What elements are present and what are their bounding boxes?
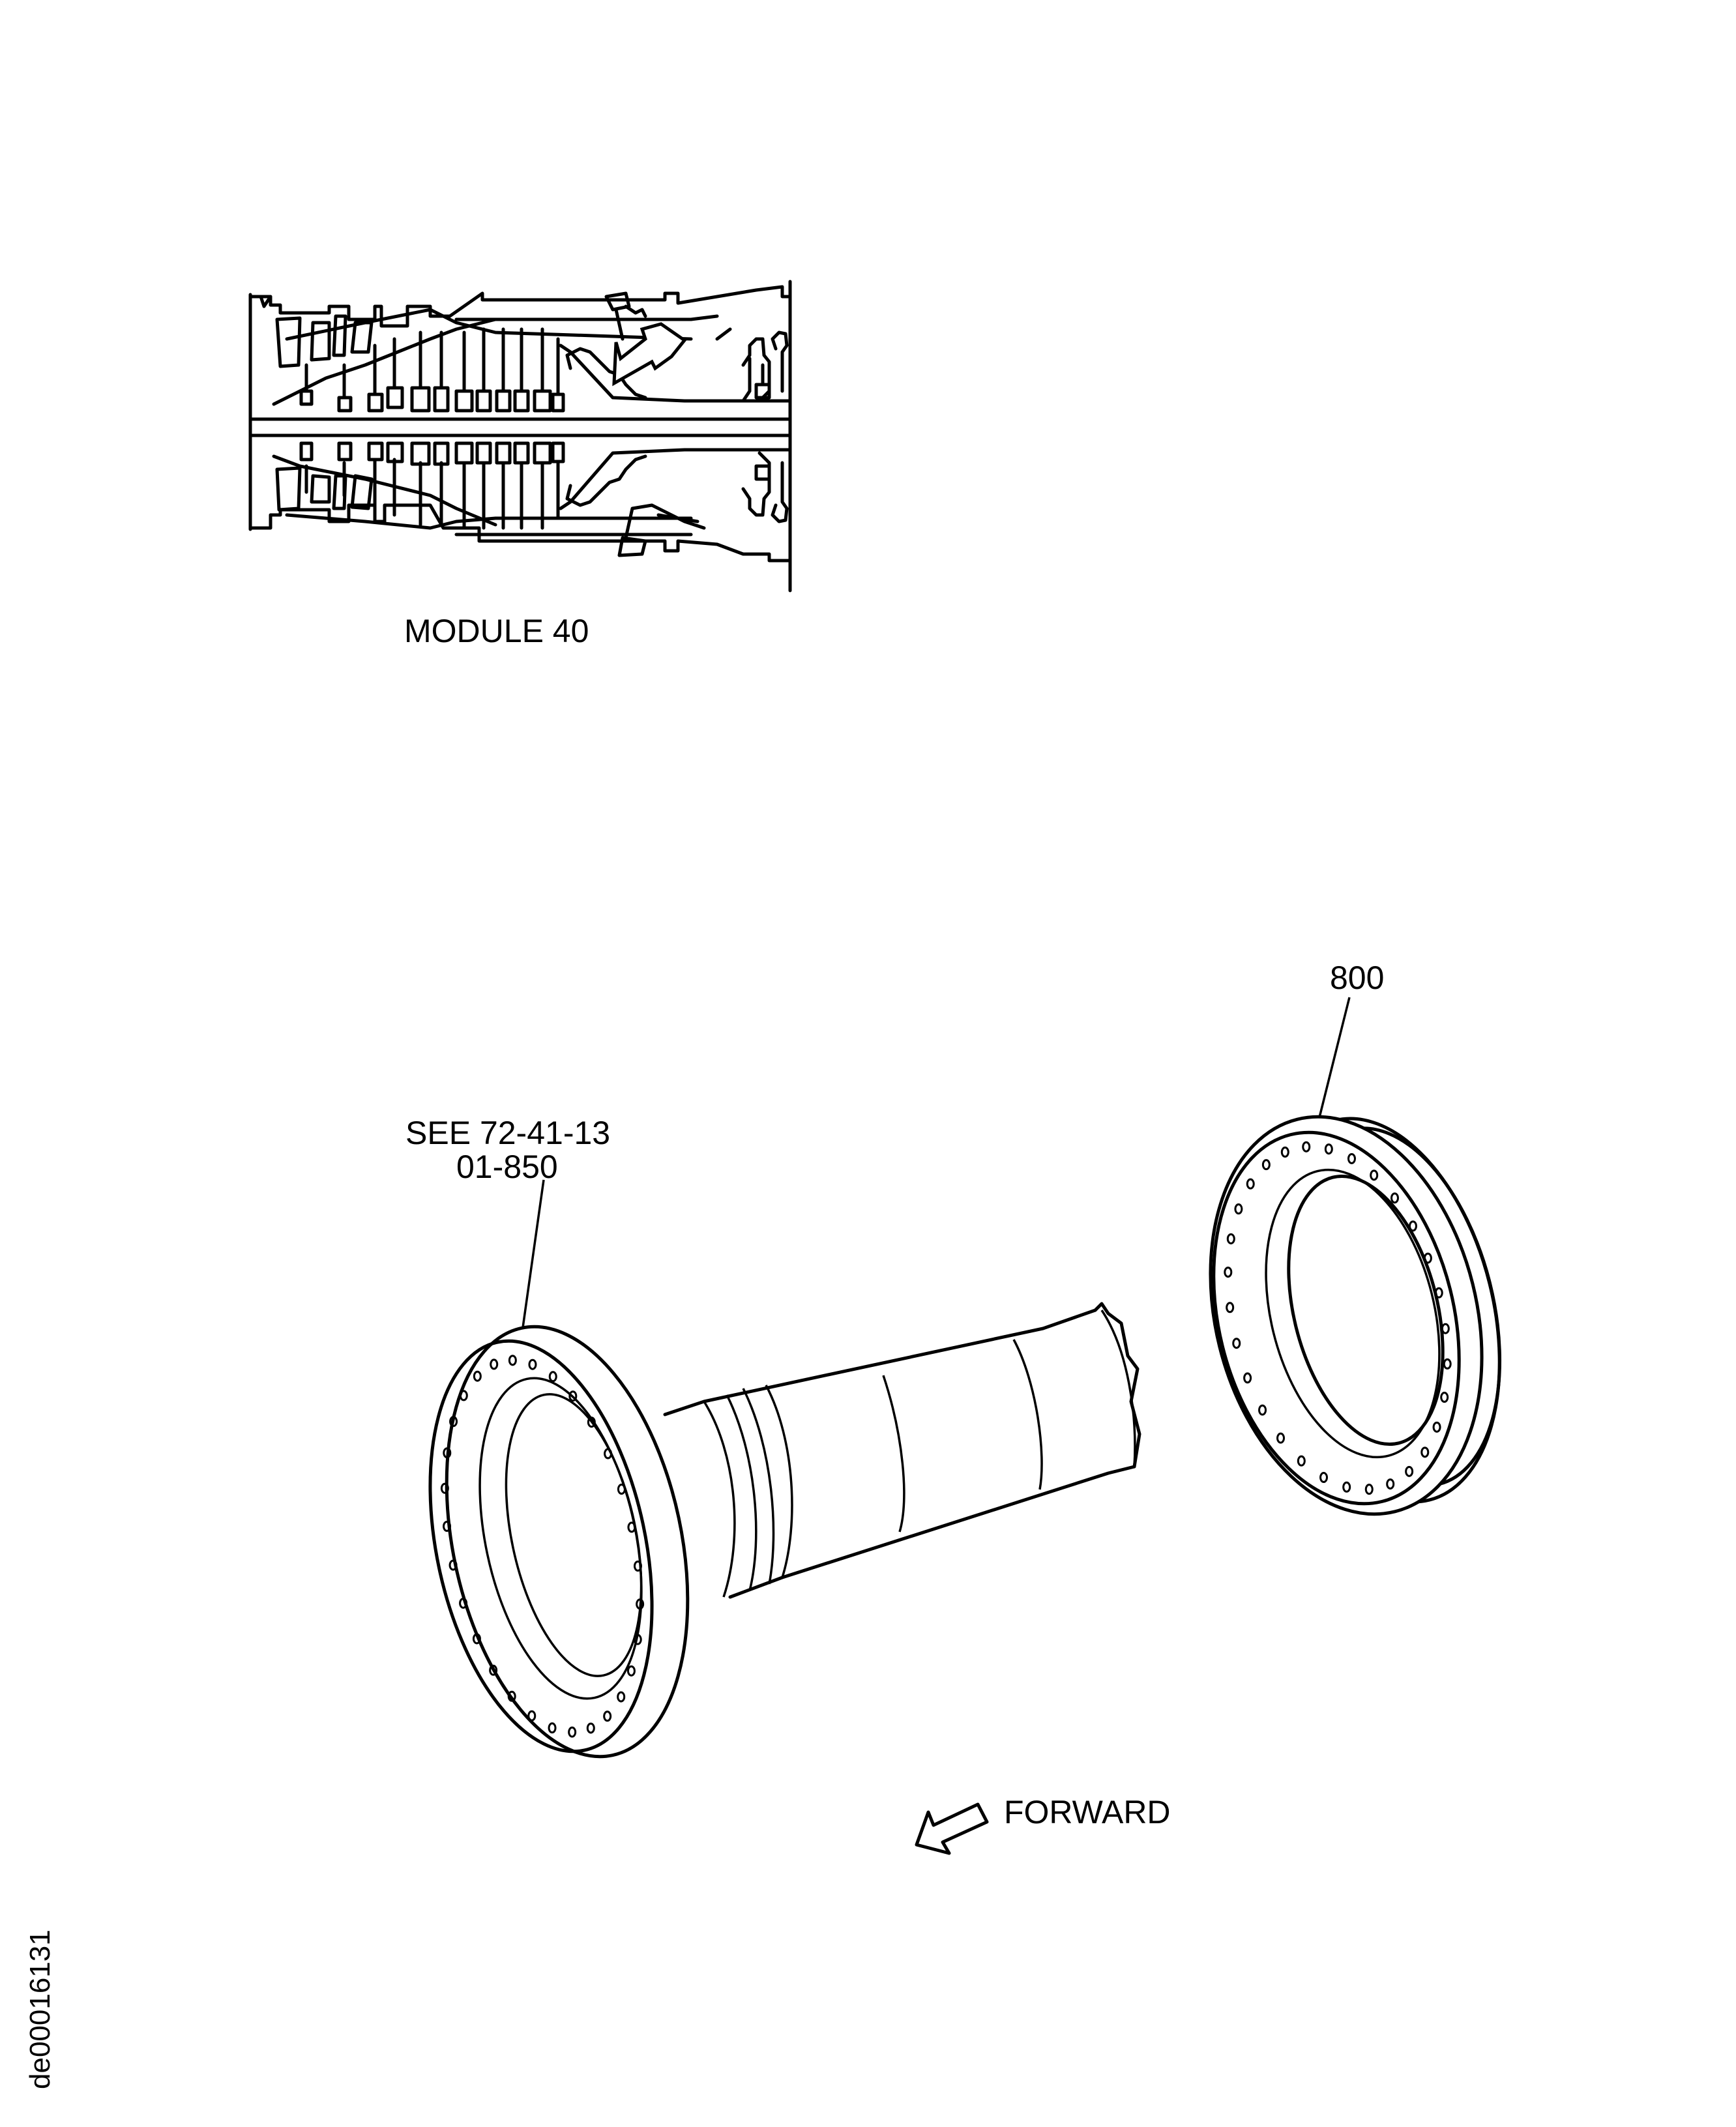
bolt-hole — [1258, 1404, 1267, 1416]
location-arrow-icon — [612, 322, 687, 387]
bolt-hole — [627, 1521, 636, 1533]
bolt-hole — [603, 1710, 612, 1722]
bolt-hole — [586, 1722, 595, 1734]
bolt-hole — [489, 1664, 498, 1676]
bolt-hole — [626, 1665, 636, 1677]
bolt-holes — [1224, 1141, 1452, 1495]
bolt-hole — [1224, 1267, 1233, 1278]
bolt-hole — [443, 1447, 452, 1459]
bolt-hole — [1423, 1252, 1432, 1264]
bolt-hole — [1276, 1432, 1286, 1444]
bolt-hole — [1420, 1446, 1430, 1458]
bolt-hole — [1280, 1146, 1289, 1158]
bolt-hole — [472, 1633, 481, 1645]
part-01-850-casing — [428, 1302, 1141, 1759]
bolt-hole — [490, 1358, 499, 1370]
bolt-hole — [449, 1416, 458, 1428]
bolt-hole — [459, 1390, 468, 1401]
bolt-hole — [568, 1726, 577, 1738]
bolt-hole — [443, 1520, 452, 1532]
bolt-hole — [449, 1559, 458, 1571]
lower-disks — [299, 441, 565, 530]
bolt-hole — [1342, 1481, 1351, 1493]
bolt-hole — [1232, 1338, 1241, 1349]
bolt-hole — [633, 1634, 642, 1645]
drawing-id: de00016131 — [24, 1929, 56, 2089]
bolt-hole — [527, 1710, 537, 1722]
bolt-hole — [459, 1597, 468, 1609]
bolt-hole — [1347, 1152, 1356, 1164]
callout-ref-line2: 01-850 — [456, 1149, 558, 1185]
leader-line-800 — [1316, 997, 1351, 1128]
bolt-hole — [508, 1355, 517, 1366]
bolt-hole — [617, 1484, 626, 1495]
bolt-hole — [1440, 1392, 1449, 1403]
bolt-hole — [633, 1561, 642, 1572]
bolt-hole — [568, 1390, 578, 1402]
bolt-hole — [1324, 1143, 1333, 1155]
forward-label: FORWARD — [1004, 1794, 1171, 1830]
module-cross-section — [248, 280, 792, 593]
bolt-hole — [548, 1371, 557, 1383]
bolt-hole — [507, 1690, 516, 1702]
forward-arrow-icon — [915, 1802, 989, 1855]
bolt-hole — [1386, 1478, 1395, 1490]
bolt-hole — [1390, 1192, 1399, 1204]
bolt-hole — [1370, 1169, 1379, 1181]
callout-800: 800 — [1330, 960, 1385, 996]
leader-line-ref — [518, 1179, 545, 1351]
part-800-ring — [1209, 1115, 1502, 1516]
bolt-hole — [636, 1598, 645, 1610]
bolt-hole — [1441, 1323, 1450, 1334]
bolt-hole — [1261, 1159, 1271, 1171]
bolt-hole — [1405, 1465, 1414, 1477]
bolt-hole — [587, 1416, 596, 1428]
bolt-hole — [1443, 1358, 1452, 1370]
bolt-hole — [528, 1358, 537, 1370]
bolt-hole — [548, 1722, 557, 1734]
bolt-hole — [604, 1448, 613, 1460]
upper-disks — [299, 327, 565, 413]
bolt-hole — [1226, 1302, 1235, 1313]
bolt-holes — [440, 1355, 645, 1738]
bolt-hole — [473, 1370, 482, 1382]
bolt-hole — [1234, 1203, 1243, 1215]
bolt-hole — [1302, 1141, 1311, 1152]
bolt-hole — [440, 1482, 449, 1494]
bolt-hole — [1364, 1484, 1374, 1495]
bolt-hole — [617, 1691, 626, 1703]
bolt-hole — [1246, 1178, 1255, 1190]
callout-ref-line1: SEE 72-41-13 — [405, 1115, 611, 1151]
bolt-hole — [1434, 1287, 1443, 1298]
bolt-hole — [1432, 1421, 1441, 1433]
bolt-hole — [1243, 1372, 1252, 1384]
bolt-hole — [1297, 1455, 1306, 1467]
bolt-hole — [1319, 1472, 1329, 1484]
module-caption: MODULE 40 — [404, 613, 589, 649]
bolt-hole — [1226, 1233, 1235, 1244]
bolt-hole — [1408, 1220, 1417, 1232]
